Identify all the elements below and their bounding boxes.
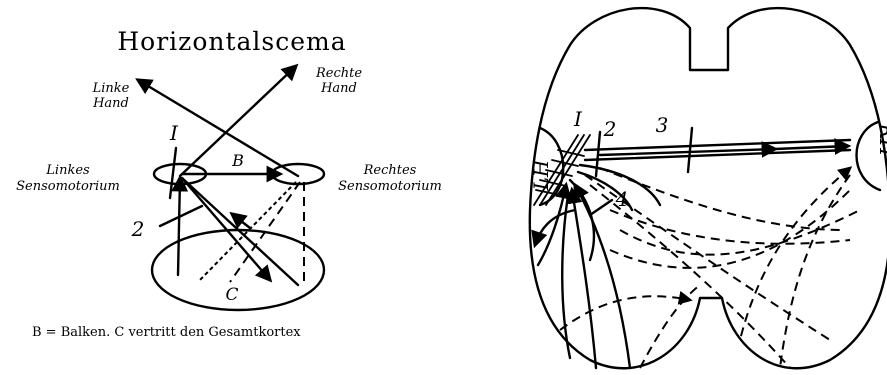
right-hand-label-line1: Rechte bbox=[315, 66, 362, 81]
label-2-right: 2 bbox=[603, 117, 617, 141]
callosum-arrow-2 bbox=[775, 146, 848, 149]
label-B: B bbox=[231, 151, 244, 170]
left-hand-label-line2: Hand bbox=[92, 96, 129, 111]
fiber-dashed-4 bbox=[610, 210, 850, 244]
label-1: I bbox=[169, 121, 179, 145]
label-2: 2 bbox=[131, 217, 145, 241]
arrow-to-left-hand bbox=[138, 80, 298, 176]
horizontal-schema-diagram: Horizontalscema Linke Hand Rechte Hand L… bbox=[16, 27, 442, 340]
lesion-mark-1 bbox=[170, 148, 176, 198]
right-sensorimotor-label-line1: Rechtes bbox=[363, 163, 417, 178]
brain-cross-section-diagram: LH RH I 2 3 4 bbox=[529, 8, 887, 368]
diagonal-path-1 bbox=[182, 178, 270, 280]
label-LH: LH bbox=[529, 159, 553, 191]
left-sensorimotor-label-line1: Linkes bbox=[45, 163, 90, 178]
caption: B = Balken. C vertritt den Gesamtkortex bbox=[32, 325, 301, 340]
label-C: C bbox=[225, 285, 238, 305]
left-sensorimotor-label-line2: Sensomotorium bbox=[16, 179, 120, 194]
label-3: 3 bbox=[656, 113, 669, 137]
fiber-solid-7 bbox=[562, 195, 570, 358]
right-hand-label-line2: Hand bbox=[320, 81, 357, 96]
lesion-mark-4 bbox=[590, 200, 612, 215]
right-sensorimotor-label-line2: Sensomotorium bbox=[338, 179, 442, 194]
lesion-mark-3 bbox=[688, 128, 692, 172]
fiber-solid-5 bbox=[575, 185, 630, 368]
label-1-right: I bbox=[573, 107, 583, 131]
fiber-dashed-9 bbox=[560, 296, 690, 330]
left-hand-label-line1: Linke bbox=[92, 81, 130, 96]
fiber-dashed-8 bbox=[780, 175, 850, 368]
label-RH: RH bbox=[875, 123, 887, 157]
lesion-mark-2 bbox=[160, 206, 202, 226]
brain-outline bbox=[530, 8, 887, 368]
fiber-dashed-3 bbox=[600, 168, 845, 230]
diagram-title: Horizontalscema bbox=[117, 27, 346, 56]
left-vertical-path bbox=[178, 178, 180, 275]
fiber-dashed-2 bbox=[590, 185, 790, 368]
